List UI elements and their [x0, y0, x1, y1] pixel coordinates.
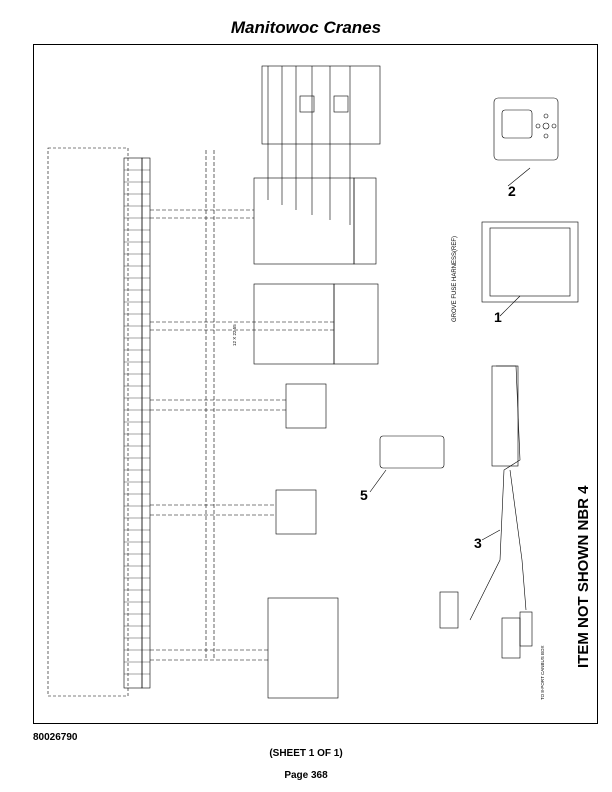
document-number: 80026790 [33, 732, 78, 743]
left-connector-block [47, 147, 129, 697]
harness-label: GROVE FUSE HARNESS(REF) [452, 236, 458, 322]
item-label-1: 1 [494, 309, 502, 325]
canbus-note: TO 8-PORT CANBUS BOX [540, 645, 545, 700]
junction-block-3 [267, 597, 339, 699]
sheet-indicator: (SHEET 1 OF 1) [269, 748, 343, 759]
junction-block-2 [275, 489, 317, 535]
canbus-box [379, 435, 445, 469]
page-title: Manitowoc Cranes [230, 18, 382, 37]
item-label-2: 2 [508, 183, 516, 199]
relay-block [261, 65, 381, 145]
cable-assembly [469, 365, 521, 621]
drawing-frame [33, 44, 598, 724]
side-note: ITEM NOT SHOWN NBR 4 [575, 485, 592, 668]
fuse-block-upper [253, 177, 355, 265]
controller-module [481, 221, 579, 303]
fuse-block-lower [333, 283, 379, 365]
connector-note: 12 X 22 55 [232, 324, 237, 346]
left-pin-column [123, 157, 143, 689]
page-number: Page 368 [284, 770, 328, 781]
junction-block-1 [285, 383, 327, 429]
display-module [493, 97, 559, 161]
item-label-5: 5 [360, 487, 368, 503]
item-label-3: 3 [474, 535, 482, 551]
